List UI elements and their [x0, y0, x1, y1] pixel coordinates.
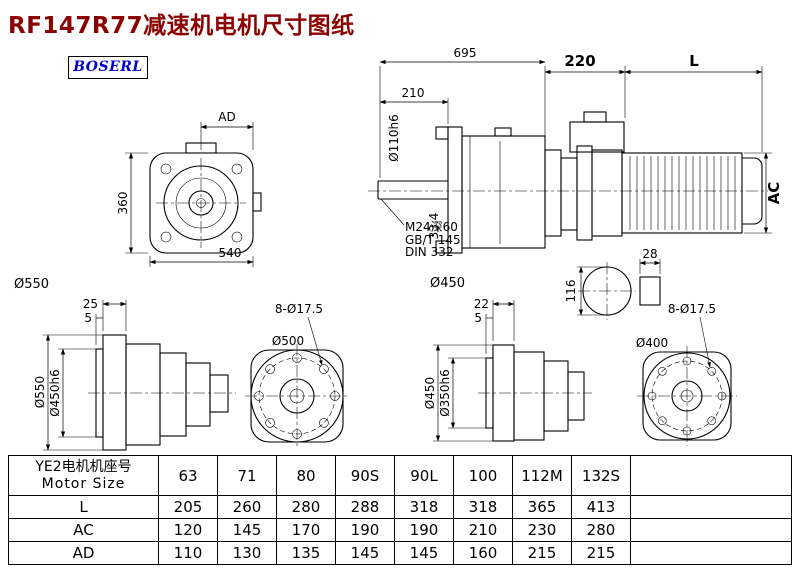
table-cell: 413	[571, 495, 631, 519]
gearbox-front-view: AD 360 540 Ø550	[14, 110, 262, 292]
dim-5-bm: 5	[474, 311, 482, 325]
dim-110h6: Ø110h6	[387, 114, 401, 162]
col-header: 71	[217, 455, 277, 496]
table-cell: 210	[453, 518, 513, 542]
table-cell: 288	[335, 495, 395, 519]
col-header: 80	[276, 455, 336, 496]
row-label: L	[8, 495, 159, 519]
table-cell: 145	[394, 541, 454, 565]
dim-116: 116	[564, 280, 578, 303]
dim-360: 360	[116, 192, 130, 215]
dim-33-4: 33.4	[427, 213, 441, 240]
col-header-empty	[630, 455, 792, 496]
dim-550-bl: Ø550	[33, 376, 47, 408]
table-cell: 318	[394, 495, 454, 519]
row-label: AD	[8, 541, 159, 565]
dim-350h6: Ø350h6	[438, 369, 452, 417]
note-gbt145: GB/T 145	[405, 233, 461, 247]
dim-holes-bm: 8-Ø17.5	[668, 302, 716, 316]
motor-size-table: YE2电机机座号 Motor Size 63 71 80 90S 90L 100…	[8, 455, 792, 565]
table-cell-empty	[630, 495, 792, 519]
table-cell: 365	[512, 495, 572, 519]
table-header-motor-size: YE2电机机座号 Motor Size	[8, 455, 159, 496]
col-header: 100	[453, 455, 513, 496]
dim-210: 210	[402, 86, 425, 100]
table-cell: 130	[217, 541, 277, 565]
row-label: AC	[8, 518, 159, 542]
table-cell: 260	[217, 495, 277, 519]
col-header: 132S	[571, 455, 631, 496]
table-cell: 135	[276, 541, 336, 565]
note-din332: DIN 332	[405, 245, 453, 259]
dim-ad: AD	[218, 110, 235, 124]
table-header-row: YE2电机机座号 Motor Size 63 71 80 90S 90L 100…	[8, 455, 792, 496]
flange-450-front-view: 8-Ø17.5 Ø400	[636, 302, 737, 446]
dim-450h6: Ø450h6	[48, 369, 62, 417]
dim-450-mid: Ø450	[430, 276, 465, 291]
dim-holes-bl: 8-Ø17.5	[275, 302, 323, 316]
flange-450-side-view: Ø450 Ø350h6 22 5	[423, 297, 592, 442]
dim-22: 22	[474, 297, 489, 311]
table-cell: 190	[335, 518, 395, 542]
dim-550-left: Ø550	[14, 277, 49, 292]
dim-400: Ø400	[636, 336, 668, 350]
table-cell: 190	[394, 518, 454, 542]
col-header: 90L	[394, 455, 454, 496]
table-cell: 145	[217, 518, 277, 542]
dim-450-bm: Ø450	[423, 377, 437, 409]
col-header: 63	[158, 455, 218, 496]
table-cell-empty	[630, 541, 792, 565]
page-title: RF147R77减速机电机尺寸图纸	[8, 13, 355, 39]
table-row: L 205 260 280 288 318 318 365 413	[8, 495, 792, 519]
flange-550-side-view: Ø550 Ø450h6 25 5	[33, 297, 236, 451]
table-row: AC 120 145 170 190 190 210 230 280	[8, 518, 792, 542]
col-header: 90S	[335, 455, 395, 496]
table-cell: 280	[276, 495, 336, 519]
col-header: 112M	[512, 455, 572, 496]
table-cell: 215	[512, 541, 572, 565]
motor-cooling-fins	[629, 156, 736, 230]
table-cell: 215	[571, 541, 631, 565]
table-cell: 170	[276, 518, 336, 542]
motor-size-label-en: Motor Size	[41, 475, 126, 492]
table-row: AD 110 130 135 145 145 160 215 215	[8, 541, 792, 565]
table-cell: 110	[158, 541, 218, 565]
table-cell: 160	[453, 541, 513, 565]
table-cell: 318	[453, 495, 513, 519]
note-m24: M24深60	[405, 220, 458, 234]
dim-500: Ø500	[272, 334, 304, 348]
dim-220: 220	[564, 52, 595, 70]
dim-695: 695	[454, 46, 477, 60]
table-cell-empty	[630, 518, 792, 542]
dim-AC: AC	[765, 182, 783, 205]
dim-5-bl: 5	[84, 311, 92, 325]
table-cell: 280	[571, 518, 631, 542]
table-cell: 145	[335, 541, 395, 565]
motor-size-label-cn: YE2电机机座号	[35, 458, 132, 475]
reducer-motor-side-view: 695 210 Ø110h6 M24深60 GB/T 145 DIN 332 3…	[368, 46, 783, 320]
dim-25: 25	[83, 297, 98, 311]
brand-logo: BOSERL	[68, 56, 148, 79]
table-cell: 120	[158, 518, 218, 542]
dim-L: L	[689, 52, 699, 70]
table-cell: 230	[512, 518, 572, 542]
flange-550-front-view: 8-Ø17.5 Ø500	[245, 302, 349, 448]
dim-28: 28	[642, 247, 657, 261]
dim-540: 540	[219, 246, 242, 260]
table-cell: 205	[158, 495, 218, 519]
